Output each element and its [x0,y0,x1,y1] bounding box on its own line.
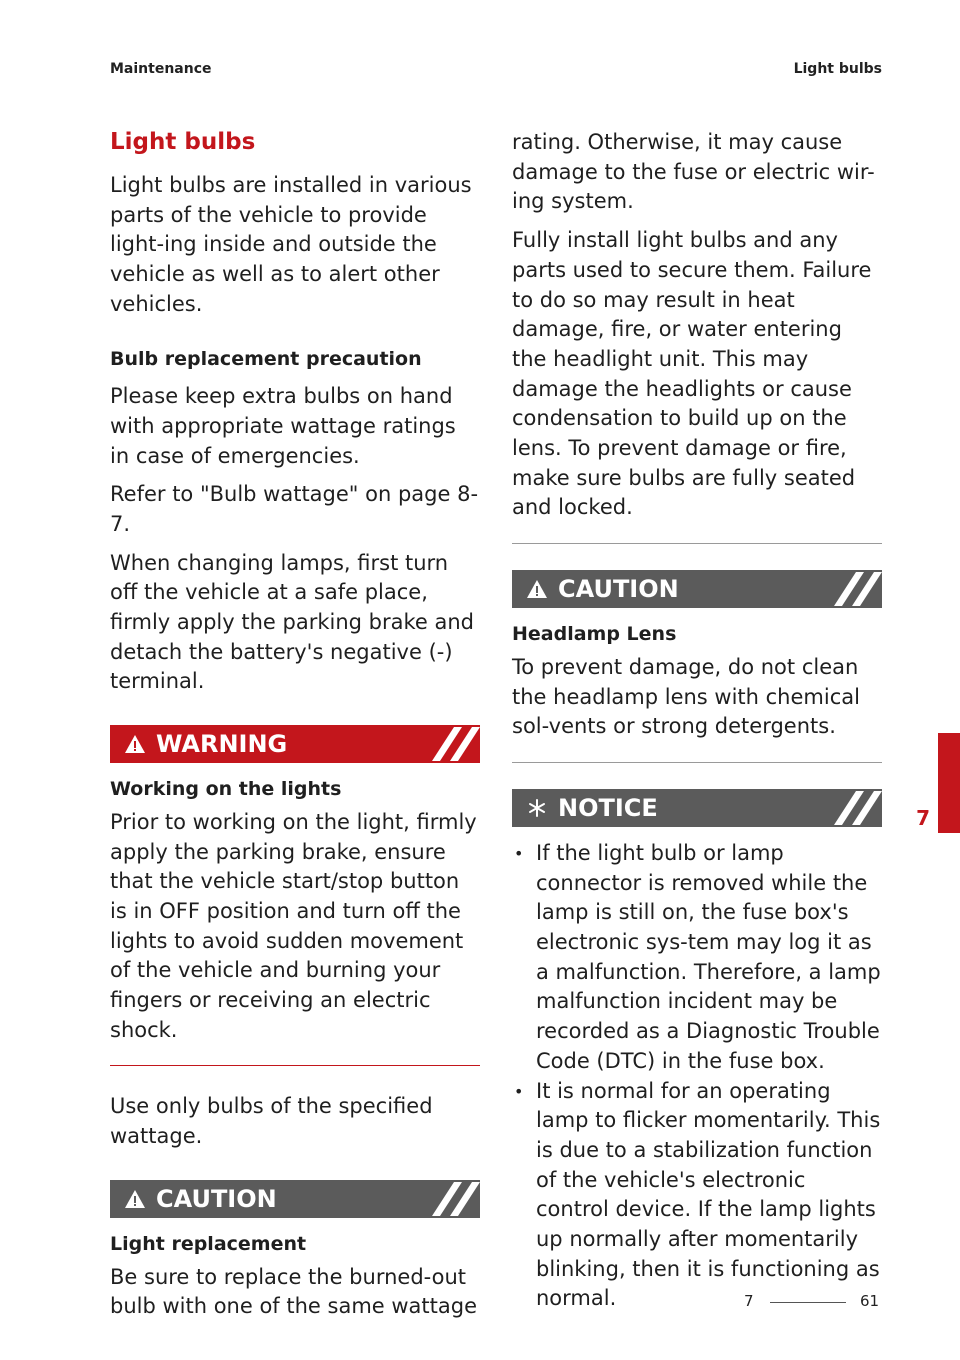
notice-list: If the light bulb or lamp connector is r… [512,839,882,1314]
chapter-side-tab [938,733,960,833]
warning-triangle-icon [124,1188,146,1210]
install-note: Fully install light bulbs and any parts … [512,228,872,520]
running-header-topic: Light bulbs [793,61,882,77]
warning-banner: WARNING [110,725,480,764]
caution-label: CAUTION [558,575,679,604]
precaution-paragraph-3: When changing lamps, first turn off the … [110,550,474,694]
warning-triangle-icon [526,578,548,600]
wattage-note: Use only bulbs of the specified wattage. [110,1094,433,1149]
right-column: rating. Otherwise, it may cause damage t… [512,128,882,1314]
caution-continued-text: rating. Otherwise, it may cause damage t… [512,130,875,214]
caution-label: CAUTION [156,1184,277,1213]
precaution-paragraph-2: Refer to "Bulb wattage" on page 8-7. [110,482,479,536]
banner-stripes [822,570,882,609]
notice-label: NOTICE [558,793,658,822]
warning-triangle-icon [124,733,146,755]
warning-end-divider [110,1065,480,1067]
caution-banner: CAUTION [110,1179,480,1218]
caution-text: Be sure to replace the burned-out bulb w… [110,1264,478,1319]
running-header-section: Maintenance [110,61,212,77]
notice-item-1: If the light bulb or lamp connector is r… [512,839,882,1077]
notice-star-icon [526,797,548,819]
chapter-tab-number: 7 [916,806,930,830]
banner-stripes [822,788,882,827]
caution-banner-2: CAUTION [512,570,882,609]
precaution-heading: Bulb replacement precaution [110,348,422,371]
page-title: Light bulbs [110,129,256,155]
warning-label: WARNING [156,730,288,759]
banner-stripes [420,725,480,764]
notice-banner: NOTICE [512,788,882,827]
notice-item-2: It is normal for an operating lamp to fl… [512,1077,882,1315]
caution-text-2: To prevent damage, do not clean the head… [512,654,860,739]
precaution-paragraph-1: Please keep extra bulbs on hand with app… [110,384,456,468]
left-column: Light bulbs Light bulbs are installed in… [110,128,480,1331]
caution-2-end-divider [512,761,882,763]
footer-chapter-number: 7 [744,1292,754,1310]
caution-heading: Light replacement [110,1232,307,1255]
intro-paragraph: Light bulbs are installed in various par… [110,172,472,316]
footer-divider [770,1302,846,1303]
warning-text: Prior to working on the light, firmly ap… [110,809,477,1042]
caution-end-divider [512,543,882,545]
banner-stripes [420,1179,480,1218]
footer-page-number: 61 [860,1292,880,1310]
caution-heading-2: Headlamp Lens [512,623,677,646]
warning-heading: Working on the lights [110,778,342,801]
